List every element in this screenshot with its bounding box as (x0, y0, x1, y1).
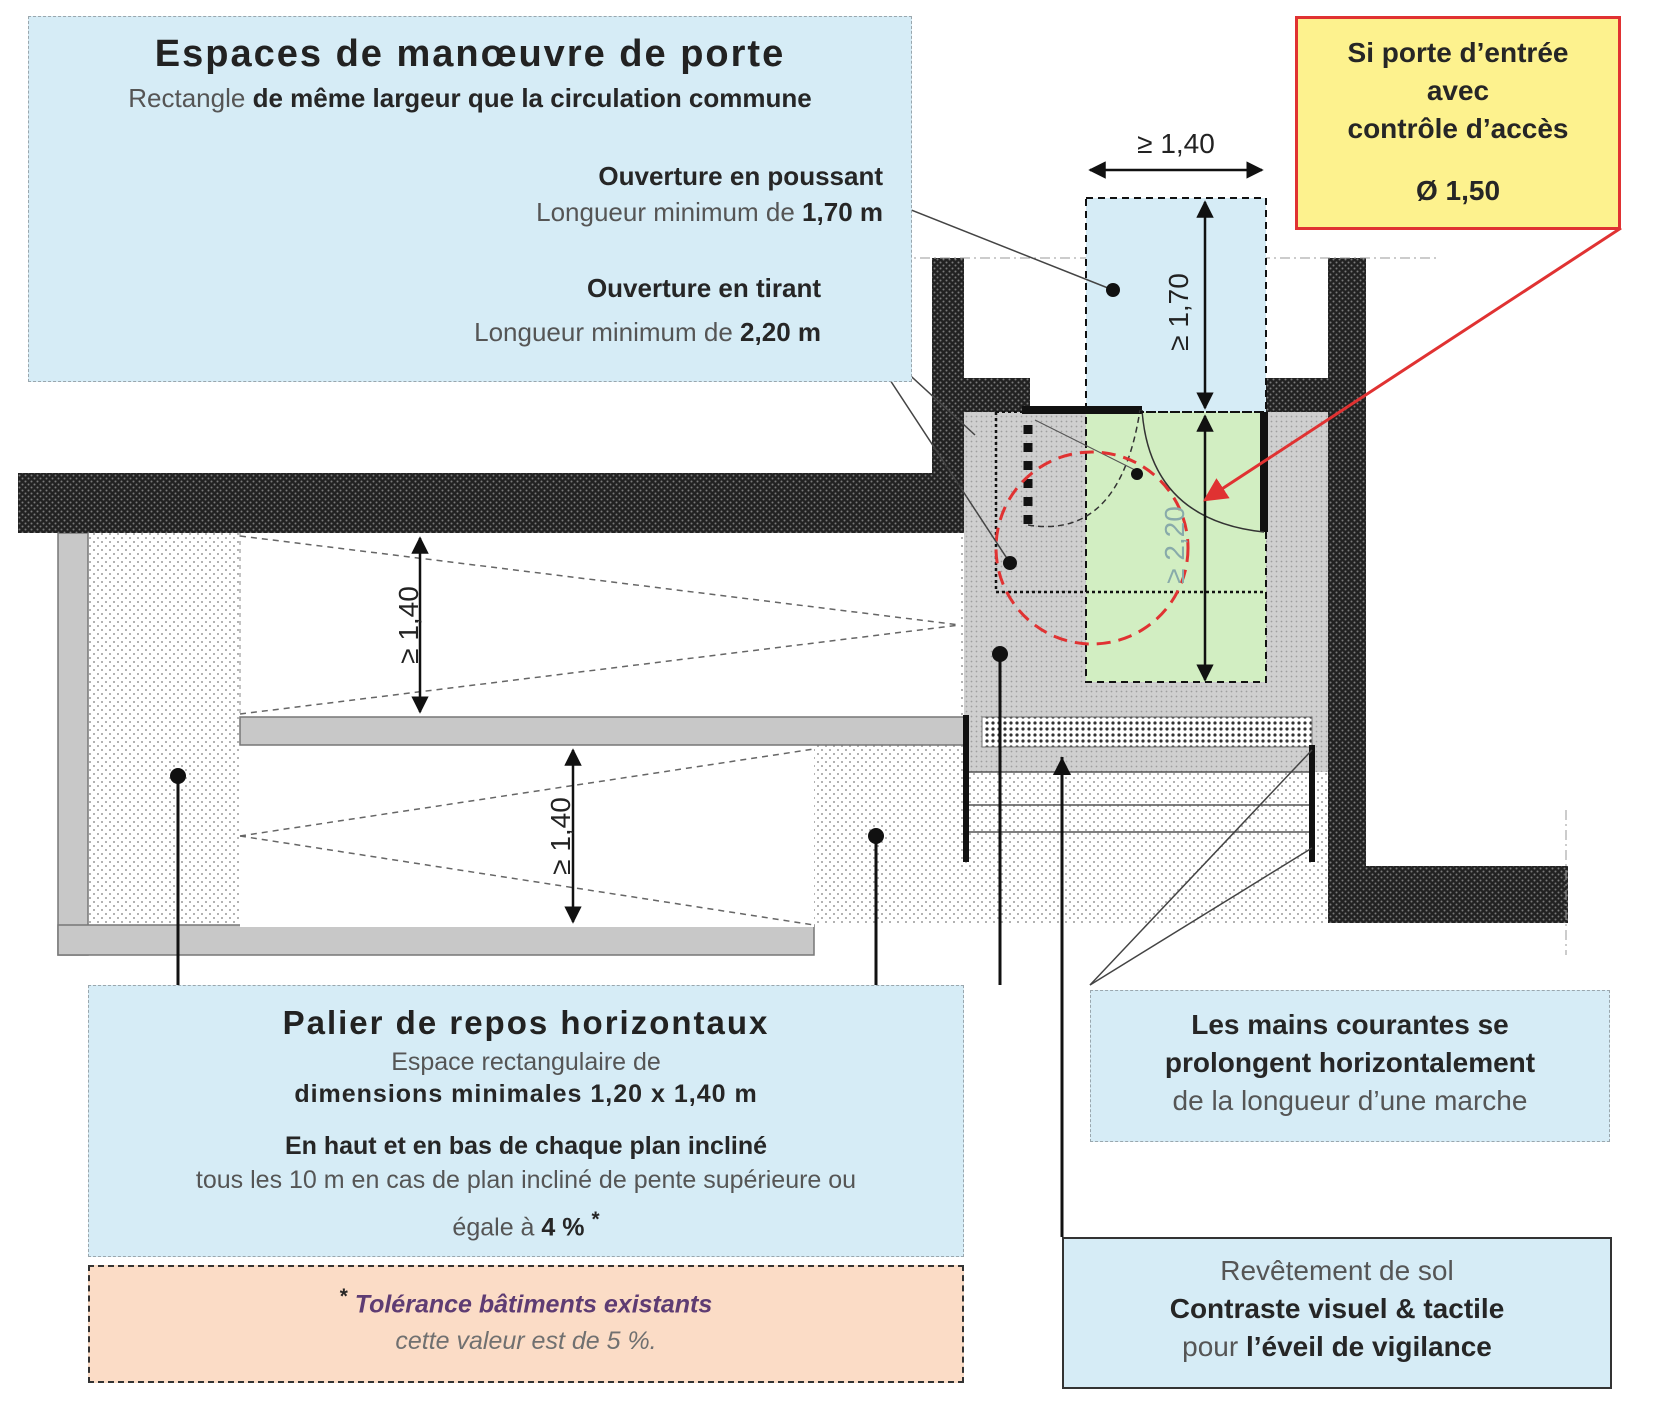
handrail-line3: de la longueur d’une marche (1172, 1085, 1528, 1116)
floor-l3a: pour (1182, 1331, 1239, 1362)
door (994, 406, 1268, 594)
push-text-label: Longueur minimum de (536, 197, 795, 227)
handrail-line1: Les mains courantes se (1191, 1009, 1509, 1040)
landing-line3: En haut et en bas de chaque plan incliné (284, 1132, 768, 1160)
ramp-separator-wall (239, 716, 981, 746)
access-diameter: Ø 1,50 (1415, 175, 1501, 206)
access-control-box: Si porte d’entrée avec contrôle d’accès … (1295, 16, 1621, 230)
lower-ramp (240, 745, 814, 927)
pull-text: Longueur minimum de 2,20 m (474, 317, 821, 348)
landing-box: Palier de repos horizontaux Espace recta… (88, 985, 964, 1257)
push-value: 1,70 m (802, 197, 883, 227)
access-line2: avec (1426, 75, 1490, 106)
floor-covering-box: Revêtement de sol Contraste visuel & tac… (1062, 1237, 1612, 1389)
floor-pointer (1053, 757, 1071, 775)
pull-title: Ouverture en tirant (586, 273, 821, 303)
stair-lines (964, 771, 1310, 833)
landing-title: Palier de repos horizontaux (282, 1004, 770, 1041)
push-text: Longueur minimum de 1,70 m (536, 197, 883, 228)
landing-line4: tous les 10 m en cas de plan incliné de … (195, 1166, 857, 1194)
pull-manoeuvre-area (1085, 411, 1267, 683)
door-manoeuvre-box: Espaces de manœuvre de porte Rectangle d… (28, 16, 912, 382)
handrail-line2: prolongent horizontalement (1164, 1047, 1536, 1078)
subtitle-a: Rectangle (128, 83, 246, 113)
building-walls (18, 258, 1568, 923)
tolerance-box: * Tolérance bâtiments existants cette va… (88, 1265, 964, 1383)
access-line3: contrôle d’accès (1347, 113, 1569, 144)
tolerance-text: cette valeur est de 5 %. (395, 1327, 657, 1355)
callout-stems (176, 654, 1064, 1237)
floor-line3: pour l’éveil de vigilance (1064, 1331, 1610, 1363)
floor-line2: Contraste visuel & tactile (1169, 1293, 1505, 1324)
door-box-subtitle: Rectangle de même largeur que la circula… (29, 83, 911, 114)
floor-l3b: l’éveil de vigilance (1245, 1331, 1492, 1362)
landing-line5: égale à 4 % * (89, 1208, 963, 1242)
door-box-title: Espaces de manœuvre de porte (154, 33, 786, 75)
dim-label-ramp-upper: ≥ 1,40 (393, 586, 424, 664)
tolerance-star: * (339, 1285, 348, 1308)
pull-value: 2,20 m (740, 317, 821, 347)
subtitle-b: de même largeur que la circulation commu… (252, 83, 812, 113)
landing-l5a: égale à (452, 1213, 535, 1242)
handrail-box: Les mains courantes se prolongent horizo… (1090, 990, 1610, 1142)
tolerance-title: Tolérance bâtiments existants (354, 1290, 713, 1319)
access-line1: Si porte d’entrée (1347, 37, 1569, 68)
landing-line1: Espace rectangulaire de (391, 1048, 661, 1076)
push-title: Ouverture en poussant (598, 161, 883, 191)
floor-line1: Revêtement de sol (1220, 1255, 1454, 1286)
push-manoeuvre-area (1085, 197, 1267, 413)
dim-label-top-width: ≥ 1,40 (1137, 128, 1215, 159)
callout-dots (170, 283, 1143, 844)
tactile-warning-strip (981, 716, 1313, 748)
dim-label-pull: ≥ 2,20 (1159, 506, 1190, 584)
turning-circle (994, 450, 1190, 646)
pull-text-label: Longueur minimum de (474, 317, 733, 347)
leader-lines (851, 199, 1622, 986)
dim-label-push: ≥ 1,70 (1163, 273, 1194, 351)
ramp-slope-lines (239, 535, 961, 926)
tolerance-title-line: * Tolérance bâtiments existants (90, 1285, 962, 1319)
landing-line2: dimensions minimales 1,20 x 1,40 m (294, 1080, 758, 1108)
landing-l5b: 4 % (541, 1213, 585, 1242)
dim-label-ramp-lower: ≥ 1,40 (545, 797, 576, 875)
upper-ramp (240, 533, 960, 717)
landing-l5c: * (591, 1208, 600, 1231)
